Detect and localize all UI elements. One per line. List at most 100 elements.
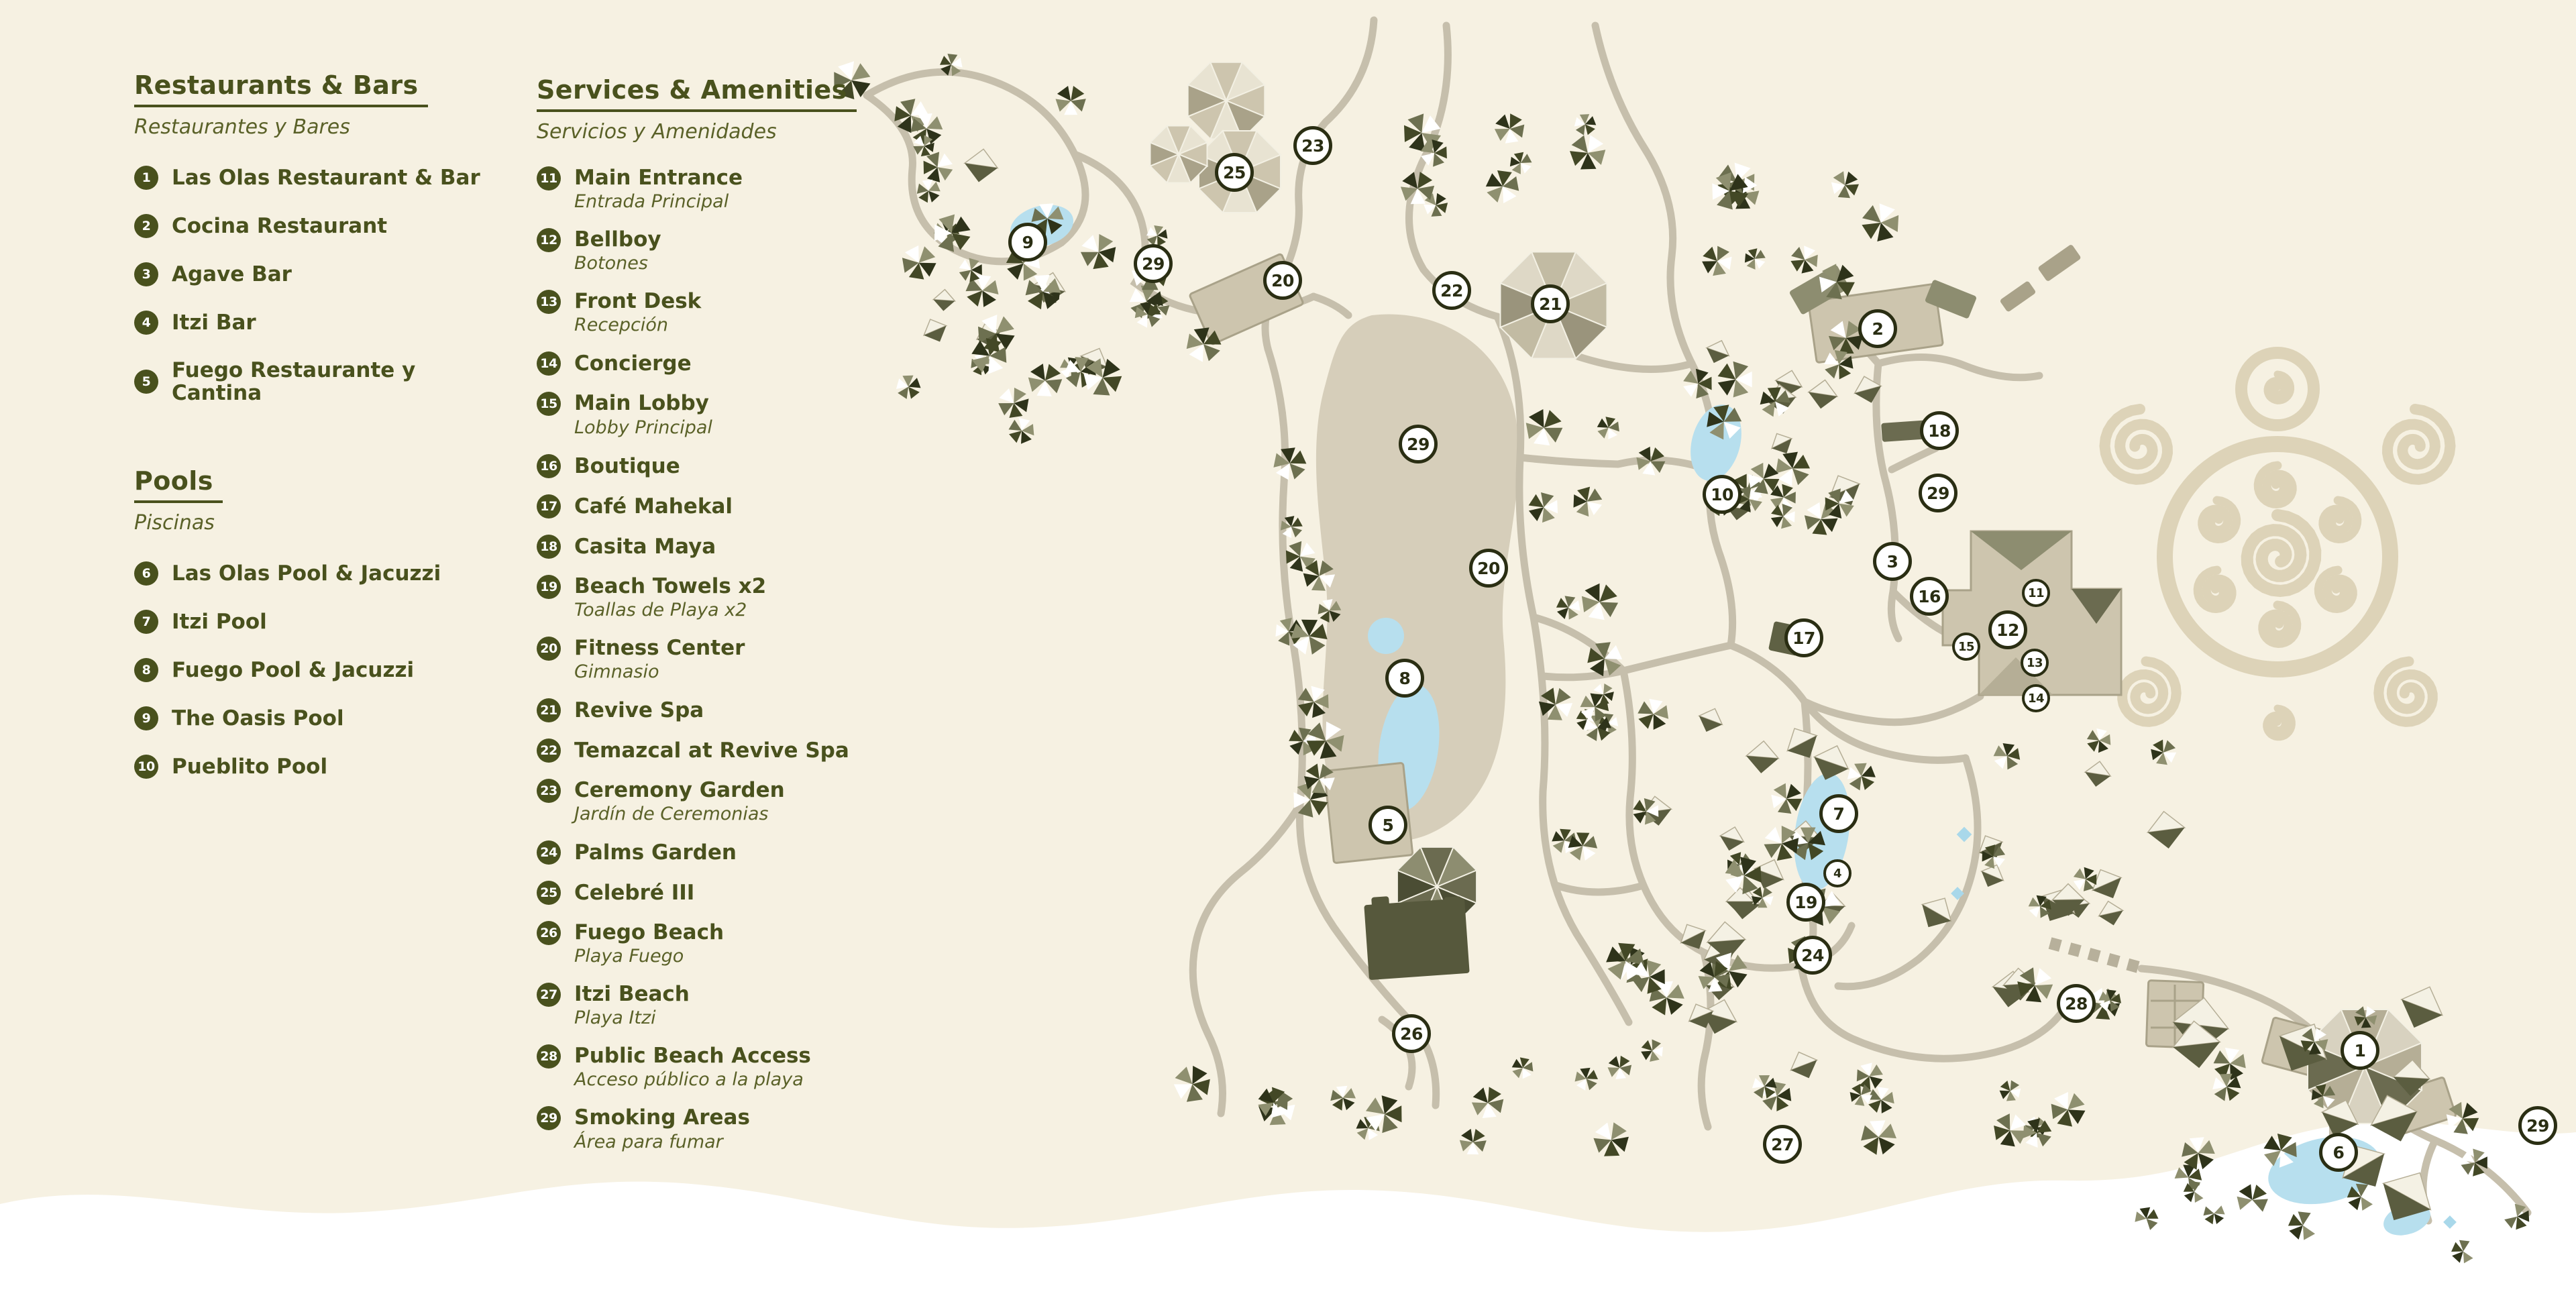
map-marker-2[interactable]: 2 xyxy=(1858,309,1897,348)
map-marker-25[interactable]: 25 xyxy=(1215,153,1254,192)
map-marker-6[interactable]: 6 xyxy=(2319,1133,2358,1172)
map-marker-23[interactable]: 23 xyxy=(1293,126,1332,165)
legend-item-number: 14 xyxy=(537,351,561,376)
legend-item-text: Concierge xyxy=(574,352,692,375)
legend-item-number: 22 xyxy=(537,738,561,763)
legend-item-number: 25 xyxy=(537,880,561,905)
legend-item-number: 8 xyxy=(134,658,158,683)
legend-item-number: 12 xyxy=(537,228,561,253)
legend-item-label: The Oasis Pool xyxy=(172,706,344,731)
map-marker-1[interactable]: 1 xyxy=(2341,1031,2379,1070)
legend-item-text: Fuego Pool & Jacuzzi xyxy=(172,659,414,681)
map-marker-9[interactable]: 9 xyxy=(1008,223,1047,262)
map-marker-5[interactable]: 5 xyxy=(1368,806,1407,844)
map-marker-29[interactable]: 29 xyxy=(2518,1106,2557,1145)
map-marker-27[interactable]: 27 xyxy=(1763,1125,1802,1164)
legend-item-label: Public Beach Access xyxy=(574,1044,811,1069)
legend-item-number: 1 xyxy=(134,166,158,190)
map-marker-28[interactable]: 28 xyxy=(2057,984,2096,1023)
legend-item-number: 18 xyxy=(537,534,561,559)
legend-item-label: Fuego Beach xyxy=(574,920,724,944)
legend-item-label: Itzi Pool xyxy=(172,610,267,635)
map-marker-22[interactable]: 22 xyxy=(1432,271,1471,310)
map-marker-7[interactable]: 7 xyxy=(1819,794,1858,833)
map-marker-11[interactable]: 11 xyxy=(2022,579,2050,607)
legend-item-label: Temazcal at Revive Spa xyxy=(574,738,849,763)
map-marker-12[interactable]: 12 xyxy=(1988,610,2027,649)
map-marker-29[interactable]: 29 xyxy=(1134,244,1173,283)
legend-item-label: Agave Bar xyxy=(172,262,292,286)
map-marker-14[interactable]: 14 xyxy=(2022,684,2050,712)
map-marker-10[interactable]: 10 xyxy=(1703,475,1741,514)
legend-item-text: Revive Spa xyxy=(574,699,704,722)
legend-item-number: 26 xyxy=(537,920,561,945)
legend-subtitle-restaurants: Restaurantes y Bares xyxy=(134,115,350,139)
legend-item-25: 25 Celebré III xyxy=(537,880,1033,905)
legend-item-label: Revive Spa xyxy=(574,698,704,722)
legend-item-label: Fitness Center xyxy=(574,635,745,660)
legend-item-label: Las Olas Restaurant & Bar xyxy=(172,165,480,190)
map-marker-20[interactable]: 20 xyxy=(1263,261,1302,300)
legend-item-number: 24 xyxy=(537,840,561,865)
legend-item-text: Temazcal at Revive Spa xyxy=(574,739,849,762)
map-marker-19[interactable]: 19 xyxy=(1786,883,1825,922)
map-marker-8[interactable]: 8 xyxy=(1385,659,1424,698)
map-marker-24[interactable]: 24 xyxy=(1793,936,1832,975)
legend-item-sublabel: Playa Fuego xyxy=(574,946,684,967)
map-marker-20[interactable]: 20 xyxy=(1469,549,1508,588)
legend-item-text: Celebré III xyxy=(574,881,694,904)
legend-item-sublabel: Recepción xyxy=(574,315,668,336)
legend-item-sublabel: Área para fumar xyxy=(574,1131,723,1152)
legend-item-number: 27 xyxy=(537,983,561,1007)
map-marker-4[interactable]: 4 xyxy=(1823,859,1851,887)
map-marker-15[interactable]: 15 xyxy=(1952,633,1980,661)
map-marker-13[interactable]: 13 xyxy=(2021,649,2049,677)
map-marker-29[interactable]: 29 xyxy=(1919,474,1957,512)
map-marker-18[interactable]: 18 xyxy=(1920,411,1959,450)
legend-item-number: 9 xyxy=(134,706,158,731)
legend-item-number: 19 xyxy=(537,574,561,599)
map-marker-29[interactable]: 29 xyxy=(1399,425,1438,463)
map-marker-16[interactable]: 16 xyxy=(1910,577,1949,616)
legend-item-number: 6 xyxy=(134,561,158,586)
legend-item-text: Las Olas Pool & Jacuzzi xyxy=(172,562,441,585)
legend-item-number: 21 xyxy=(537,698,561,722)
legend-item-8: 8 Fuego Pool & Jacuzzi xyxy=(134,658,510,683)
legend-item-text: Agave Bar xyxy=(172,263,292,286)
legend-item-label: Smoking Areas xyxy=(574,1105,750,1130)
legend-item-label: Las Olas Pool & Jacuzzi xyxy=(172,561,441,586)
legend-subtitle-services: Servicios y Amenidades xyxy=(537,120,777,144)
map-marker-17[interactable]: 17 xyxy=(1784,618,1823,657)
legend-item-22: 22 Temazcal at Revive Spa xyxy=(537,738,1033,763)
map-marker-3[interactable]: 3 xyxy=(1873,542,1912,581)
map-marker-21[interactable]: 21 xyxy=(1531,284,1570,323)
legend-title-services: Services & Amenities xyxy=(537,75,857,112)
map-marker-26[interactable]: 26 xyxy=(1392,1014,1431,1053)
legend-item-number: 28 xyxy=(537,1044,561,1069)
legend-item-text: Itzi Bar xyxy=(172,311,256,334)
